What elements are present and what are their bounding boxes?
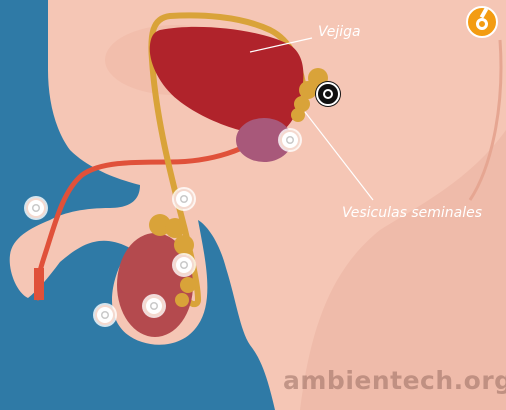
hotspot-prostate[interactable]	[280, 130, 300, 150]
hotspot-seminal-vesicle[interactable]	[316, 82, 340, 106]
testicle	[117, 233, 193, 337]
buttock-curve	[468, 39, 503, 201]
hotspot-epididymis[interactable]	[174, 255, 194, 275]
vesiculas-leader-line	[304, 111, 374, 201]
urethra-tip	[34, 268, 44, 300]
vas-deferens-tube	[148, 12, 308, 308]
prostate	[236, 118, 292, 162]
hotspot-penis[interactable]	[26, 198, 46, 218]
ambientech-logo-icon[interactable]	[466, 6, 498, 38]
seminal-vesicles-label: Vesiculas seminales	[342, 205, 483, 221]
bladder	[149, 26, 304, 135]
hotspot-scrotum[interactable]	[95, 305, 115, 325]
hotspot-vas-deferens[interactable]	[174, 189, 194, 209]
bladder-label: Vejiga	[318, 24, 361, 40]
hotspot-testicle[interactable]	[144, 296, 164, 316]
urethra	[35, 127, 271, 301]
vejiga-leader-line	[249, 37, 313, 53]
body-shadow	[300, 130, 506, 410]
watermark: ambientech.org	[283, 366, 506, 395]
